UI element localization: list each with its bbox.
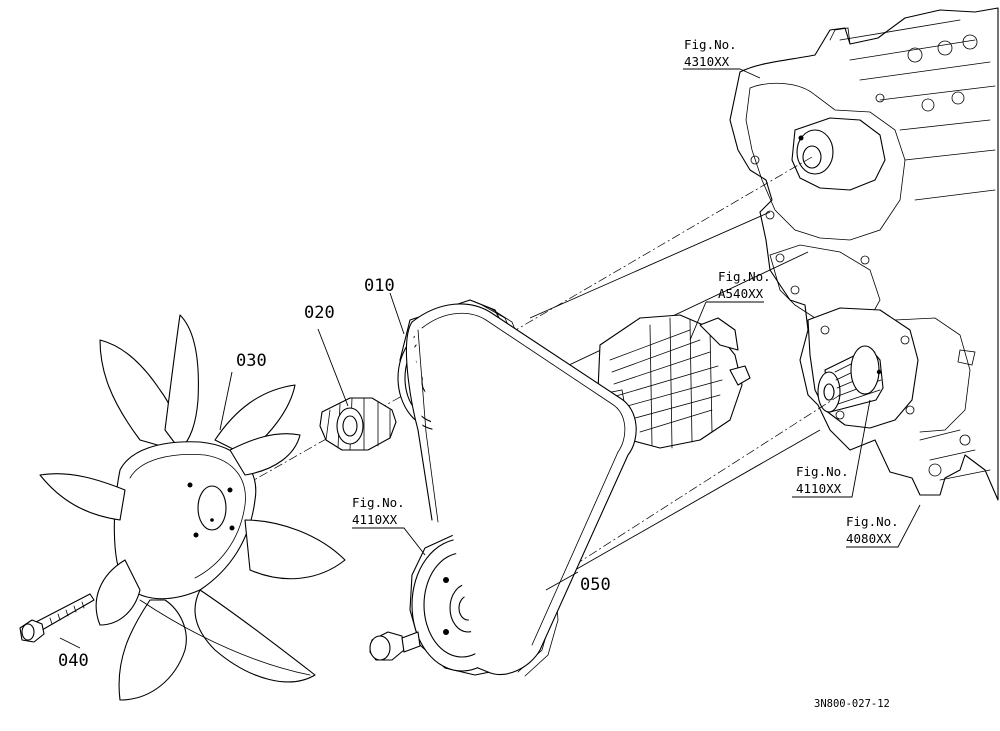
fig-ref-4310-line1: Fig.No. [684, 37, 737, 52]
callout-050: 050 [580, 575, 611, 595]
fan-belt [405, 303, 637, 676]
fig-ref-4110-right-line1: Fig.No. [796, 464, 849, 479]
fig-ref-a540-line1: Fig.No. [718, 269, 771, 284]
callout-020: 020 [304, 303, 335, 323]
callout-010: 010 [364, 276, 395, 296]
fig-ref-4110-left-line1: Fig.No. [352, 495, 405, 510]
figure-reference-labels: Fig.No. 4310XX Fig.No. A540XX Fig.No. 41… [352, 37, 899, 546]
cooling-fan [39, 314, 346, 701]
drawing-code: 3N800-027-12 [814, 698, 890, 710]
fig-ref-a540-line2: A540XX [718, 286, 764, 301]
fan-bolt [19, 593, 95, 643]
fig-ref-4110-left-line2: 4110XX [352, 512, 398, 527]
fig-ref-4110-right-line2: 4110XX [796, 481, 842, 496]
fig-ref-4310-line2: 4310XX [684, 54, 730, 69]
callout-030: 030 [236, 351, 267, 371]
fig-ref-4080-line2: 4080XX [846, 531, 892, 546]
callout-040: 040 [58, 651, 89, 671]
fan-spacer [319, 397, 397, 451]
fig-ref-4080-line1: Fig.No. [846, 514, 899, 529]
part-number-labels: 010 020 030 040 050 [58, 276, 611, 671]
engine-block [729, 7, 999, 501]
callout-leader-lines [59, 68, 921, 649]
